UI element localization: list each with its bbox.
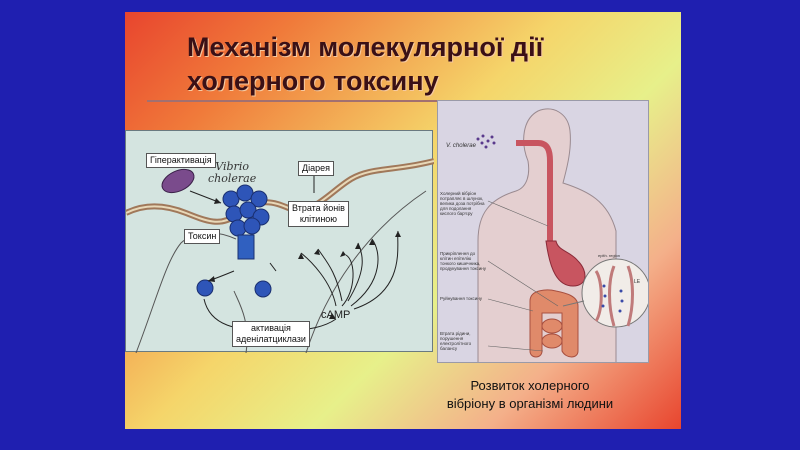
note-epithelium-attachment: Прикріплення до клітин епітелію тонкого … <box>440 251 487 271</box>
caption: Розвиток холерного вібріону в організмі … <box>410 377 650 413</box>
label-vibrio: Vibrio cholerae <box>208 161 256 185</box>
toxin-receptor <box>237 234 255 260</box>
subunit-a <box>196 279 214 297</box>
title-line-1: Механізм молекулярної дії <box>187 32 544 62</box>
esophagus <box>516 140 553 241</box>
caption-line-1: Розвиток холерного <box>470 378 590 393</box>
toxin-mechanism-diagram: Гіперактивація Vibrio cholerae Діарея Вт… <box>125 130 434 353</box>
label-activation-line-2: аденілатциклази <box>236 334 306 344</box>
body-infection-drawing <box>476 108 648 362</box>
label-diarrhea: Діарея <box>298 161 334 176</box>
note-stomach-entry: Холерний вібріон потрапляє в шлунок, вел… <box>440 191 485 216</box>
bacteria-cluster <box>476 134 496 149</box>
inset-bacteria <box>601 284 624 313</box>
leader-lines <box>487 200 559 352</box>
membrane-inner <box>126 160 434 223</box>
stomach <box>545 240 586 287</box>
note-fluid-loss: Втрата рідини, порушення електролітного … <box>440 331 472 351</box>
label-vibrio-line-1: Vibrio <box>215 160 249 173</box>
cell-boundary-left <box>135 232 237 353</box>
label-vibrio-line-2: cholerae <box>208 172 257 185</box>
magnified-inset <box>581 258 648 328</box>
label-adenylate-activation: активація аденілатциклази <box>232 321 310 347</box>
caption-line-2: вібріону в організмі людини <box>446 396 614 411</box>
title-line-2: холерного токсину <box>187 66 439 96</box>
cell-boundary-right <box>305 190 427 353</box>
title-underline <box>147 100 447 102</box>
note-toxin-destruction: Руйнування токсину <box>440 296 483 301</box>
intestines <box>529 289 579 358</box>
pathway-arrows <box>189 173 399 332</box>
label-ion-loss: Втрата йонів клітиною <box>288 201 349 227</box>
label-ion-loss-line-1: Втрата йонів <box>292 203 345 213</box>
intestinal-villi <box>594 265 634 327</box>
label-toxin: Токсин <box>184 229 221 244</box>
vibrio-bacterium <box>161 168 195 194</box>
label-hyperactivation: Гіперактивація <box>146 153 216 168</box>
label-activation-line-1: активація <box>251 323 291 333</box>
body-infection-diagram: V. cholerae Холерний вібріон потрапляє в… <box>437 100 649 363</box>
toxin-molecule <box>222 184 270 237</box>
subunit-b <box>254 280 272 298</box>
toxin-mechanism-drawing <box>126 158 434 353</box>
label-v-cholerae: V. cholerae <box>446 143 476 149</box>
label-ion-loss-line-2: клітиною <box>299 214 338 224</box>
inset-label-region: epith. region <box>598 253 621 258</box>
slide: Механізм молекулярної дії холерного токс… <box>125 12 681 429</box>
inset-label-le: LE <box>634 279 641 285</box>
inset-pointer <box>562 300 585 307</box>
slide-title: Механізм молекулярної дії холерного токс… <box>187 30 657 98</box>
label-camp: cAMP <box>321 309 351 321</box>
